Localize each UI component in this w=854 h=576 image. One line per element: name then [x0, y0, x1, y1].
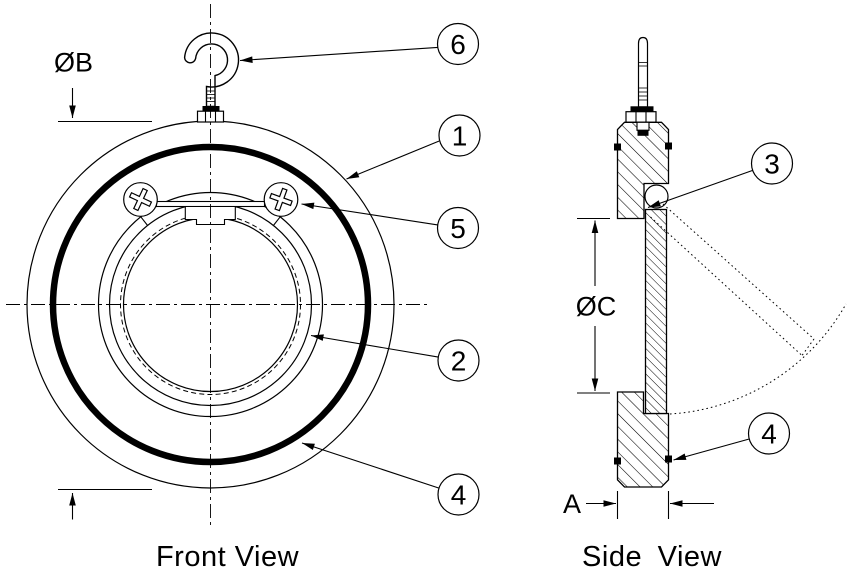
- body-section-upper: [616, 121, 670, 220]
- callout-3-leader: [647, 169, 753, 209]
- side-view-label: Side View: [582, 541, 722, 573]
- callout-3-number: 3: [764, 149, 780, 180]
- dim-a-label: A: [563, 489, 581, 519]
- hook: [183, 32, 240, 108]
- oring-seal: [614, 143, 621, 151]
- callout-1-number: 1: [452, 121, 468, 152]
- bracket-end-right: [272, 216, 281, 226]
- oring-seal: [665, 455, 672, 463]
- phillips-cross-icon: [269, 187, 293, 212]
- callout-5-number: 5: [450, 213, 466, 244]
- phillips-cross-icon: [128, 187, 153, 212]
- disc-open-end: [801, 338, 815, 356]
- side-view: ØC A 3 4 Side View: [563, 36, 847, 573]
- body-section-lower: [616, 391, 670, 488]
- callout-4-side-number: 4: [761, 419, 777, 450]
- callout-1-circle: [438, 114, 481, 157]
- disc-open-position: [650, 203, 847, 415]
- callout-4-front-circle: [437, 473, 480, 516]
- hook-assembly: [183, 32, 240, 123]
- oring-seal: [665, 142, 672, 150]
- callout-2-leader: [310, 334, 439, 358]
- dim-b: ØB: [54, 48, 152, 520]
- callout-4-side-circle: [747, 412, 791, 455]
- disc-open-edge: [650, 216, 803, 356]
- callout-5-leader: [301, 202, 438, 226]
- bracket-end-left: [140, 216, 149, 226]
- rod-end: [637, 129, 649, 136]
- callout-4-front-number: 4: [451, 480, 467, 511]
- disc-section: [644, 208, 668, 415]
- callout-2-circle: [437, 339, 480, 382]
- rod-threads: [638, 62, 648, 101]
- disc-swing-arc: [669, 303, 847, 415]
- disc-open-edge: [662, 203, 815, 340]
- callout-4-front: 4: [301, 442, 480, 516]
- screw-right: [263, 182, 299, 217]
- front-view-label: Front View: [156, 541, 300, 573]
- callout-6: 6: [239, 22, 480, 66]
- dim-c: ØC: [576, 217, 617, 394]
- dim-b-label: ØB: [54, 48, 93, 78]
- screw-left: [123, 182, 158, 217]
- callout-3: 3: [647, 142, 794, 209]
- callout-1: 1: [346, 114, 481, 180]
- callout-3-circle: [750, 142, 794, 185]
- dim-c-label: ØC: [576, 292, 617, 322]
- rod-nut: [625, 111, 657, 123]
- hook-washer: [202, 106, 220, 112]
- callout-4-front-leader: [301, 442, 440, 489]
- rod-assembly: [625, 36, 657, 123]
- callout-4-side-leader: [673, 438, 750, 461]
- callout-2: 2: [310, 334, 480, 382]
- callout-5: 5: [301, 202, 480, 250]
- callout-2-number: 2: [451, 346, 467, 377]
- callout-4-side: 4: [673, 412, 791, 461]
- front-view: ØB 6 1 5 2: [6, 4, 481, 573]
- rod: [637, 36, 649, 108]
- rod-tap-hole: [636, 121, 650, 131]
- callout-5-circle: [436, 206, 480, 250]
- callout-6-number: 6: [450, 29, 466, 60]
- callout-6-leader: [239, 46, 438, 63]
- callout-6-circle: [436, 22, 480, 66]
- rod-washer: [630, 106, 654, 112]
- dim-a: A: [563, 489, 714, 519]
- callout-1-leader: [346, 140, 440, 180]
- oring-seal: [614, 457, 621, 465]
